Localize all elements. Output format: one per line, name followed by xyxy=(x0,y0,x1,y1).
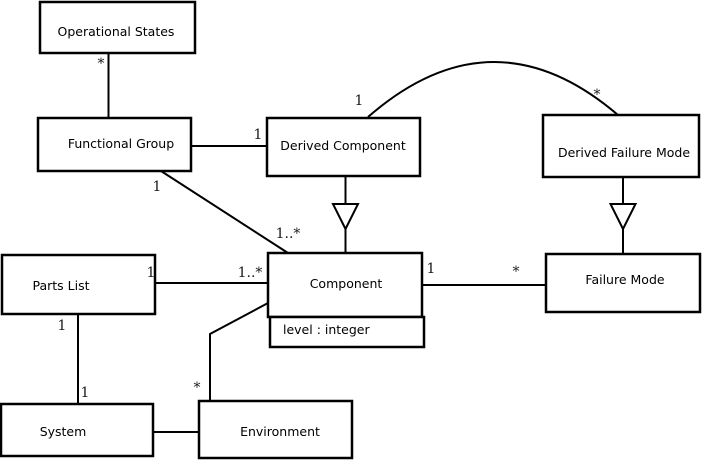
multiplicity-comp-fm-star: * xyxy=(513,264,520,280)
class-functional-group: Functional Group xyxy=(36,116,193,173)
edge-arc-derived-component-derived-failure-mode xyxy=(367,61,619,118)
generalization-triangle-failure-mode-icon xyxy=(608,203,638,232)
class-operational-states: Operational States xyxy=(38,0,197,55)
class-component: Component level : integer xyxy=(266,251,426,349)
class-box xyxy=(0,253,157,316)
multiplicity-pl-sys-one-bottom: 1 xyxy=(81,385,90,401)
multiplicity-comp-env-star: * xyxy=(194,380,201,396)
class-box xyxy=(36,116,193,173)
multiplicity-os-fg-star: * xyxy=(98,56,105,72)
class-environment: Environment xyxy=(197,399,354,460)
class-box xyxy=(544,252,702,314)
class-name: Derived Component xyxy=(280,138,406,153)
class-name: System xyxy=(40,424,87,439)
class-box xyxy=(265,116,422,178)
multiplicity-fg-dc-one: 1 xyxy=(254,127,263,143)
class-parts-list: Parts List xyxy=(0,253,157,316)
class-name: Component xyxy=(310,276,383,291)
multiplicity-comp-fm-one: 1 xyxy=(427,261,436,277)
class-name: Environment xyxy=(240,424,320,439)
multiplicity-pl-comp-many: 1..* xyxy=(238,265,263,281)
class-name: Operational States xyxy=(58,24,175,39)
class-box xyxy=(541,113,701,179)
class-derived-failure-mode: Derived Failure Mode xyxy=(541,113,701,179)
class-attribute-compartment xyxy=(268,315,426,349)
class-box xyxy=(0,402,155,458)
class-name: Parts List xyxy=(32,278,89,293)
multiplicity-fg-comp-many: 1..* xyxy=(276,226,301,242)
class-name: Derived Failure Mode xyxy=(558,145,690,160)
multiplicity-pl-comp-one: 1 xyxy=(147,265,156,281)
class-box xyxy=(197,399,354,460)
multiplicity-pl-sys-one-top: 1 xyxy=(58,318,67,334)
multiplicity-dc-dfm-star: * xyxy=(594,87,601,103)
edge-functional-group-component xyxy=(160,170,289,254)
class-derived-component: Derived Component xyxy=(265,116,422,178)
class-box xyxy=(266,251,424,319)
edge-component-environment xyxy=(209,302,269,401)
class-attribute-level: level : integer xyxy=(283,322,370,337)
multiplicity-fg-comp-one: 1 xyxy=(153,179,162,195)
class-box xyxy=(38,0,197,55)
generalization-triangle-component-icon xyxy=(331,203,360,232)
class-name: Failure Mode xyxy=(585,272,664,287)
multiplicity-dc-dfm-one: 1 xyxy=(355,93,364,109)
class-failure-mode: Failure Mode xyxy=(544,252,702,314)
class-system: System xyxy=(0,402,155,458)
class-name: Functional Group xyxy=(68,136,174,151)
